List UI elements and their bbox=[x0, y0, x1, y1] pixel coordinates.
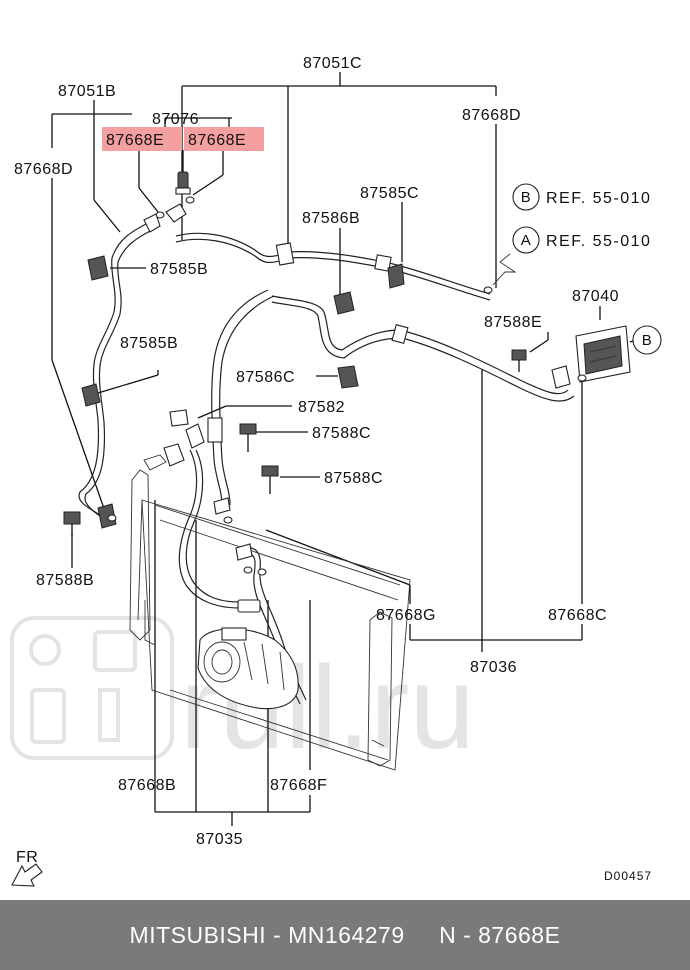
valve-87076 bbox=[175, 171, 191, 195]
highlight-87668E-2 bbox=[184, 127, 264, 151]
small-parts bbox=[63, 171, 631, 576]
label-87668E-1: 87668E bbox=[106, 132, 164, 149]
label-87582: 87582 bbox=[298, 399, 345, 416]
bolt-87588B bbox=[63, 511, 81, 536]
bolt-87588E bbox=[511, 349, 527, 372]
ref-circle-a bbox=[512, 226, 540, 254]
label-87668E-2: 87668E bbox=[188, 132, 246, 149]
bolt-87588C-2 bbox=[261, 465, 279, 494]
ref-circle-b bbox=[512, 183, 540, 211]
label-87036: 87036 bbox=[470, 659, 517, 676]
label-87668C: 87668C bbox=[548, 607, 607, 624]
label-87040: 87040 bbox=[572, 288, 619, 305]
footer-part-number: MN164279 bbox=[288, 921, 405, 948]
footer-gap bbox=[405, 922, 439, 949]
label-87668B: 87668B bbox=[118, 777, 176, 794]
part-info-footer: MITSUBISHI - MN164279 N - 87668E bbox=[0, 900, 690, 970]
footer-sep: - bbox=[266, 921, 289, 948]
label-87585B-2: 87585B bbox=[120, 335, 178, 352]
fr-label: FR bbox=[16, 849, 38, 866]
footer-brand: MITSUBISHI bbox=[129, 921, 267, 948]
label-87588B: 87588B bbox=[36, 572, 94, 589]
label-87586B: 87586B bbox=[302, 210, 360, 227]
leader-lines bbox=[51, 72, 601, 826]
ref-circle-b2 bbox=[632, 325, 662, 355]
parts-diagram: rull.ru bbox=[10, 55, 662, 887]
footer-ref-number: N - 87668E bbox=[439, 921, 561, 948]
label-87668D-left: 87668D bbox=[14, 161, 73, 178]
condenser bbox=[129, 454, 411, 771]
label-87051B: 87051B bbox=[58, 83, 116, 100]
label-87668D-top: 87668D bbox=[462, 107, 521, 124]
bolt-87588C-1 bbox=[239, 423, 257, 452]
label-87035: 87035 bbox=[196, 831, 243, 848]
part-labels: 87051C 87051B 87076 87668E 87668E 87668D… bbox=[14, 55, 652, 883]
label-87588E: 87588E bbox=[484, 314, 542, 331]
label-87076: 87076 bbox=[152, 111, 199, 128]
front-arrow-icon bbox=[11, 863, 43, 887]
label-87586C: 87586C bbox=[236, 369, 295, 386]
label-87588C-2: 87588C bbox=[324, 470, 383, 487]
label-87588C-1: 87588C bbox=[312, 425, 371, 442]
o-ring-87668E-2 bbox=[185, 196, 195, 204]
diagram-code: D00457 bbox=[604, 869, 652, 883]
label-87668G: 87668G bbox=[376, 607, 436, 624]
label-87585C: 87585C bbox=[360, 185, 419, 202]
expansion-valve-87040 bbox=[575, 325, 631, 383]
label-87585B-1: 87585B bbox=[150, 261, 208, 278]
highlight-87668E-1 bbox=[102, 127, 182, 151]
label-87668F: 87668F bbox=[270, 777, 327, 794]
ref-text-b: REF. 55-010 bbox=[546, 190, 651, 207]
ref-circle-b-label: B bbox=[521, 189, 532, 206]
ref-text-a: REF. 55-010 bbox=[546, 233, 651, 250]
compressor bbox=[197, 627, 299, 710]
pipes bbox=[78, 221, 575, 705]
ref-circle-a-label: A bbox=[521, 232, 532, 249]
ref-circle-b2-label: B bbox=[642, 332, 653, 349]
label-87051C: 87051C bbox=[303, 55, 362, 72]
